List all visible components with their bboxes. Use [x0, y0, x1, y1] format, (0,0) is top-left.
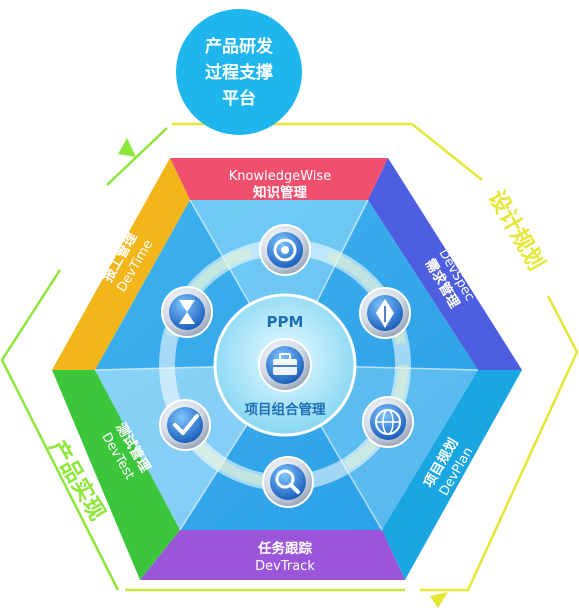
hexagon-ring [52, 158, 522, 580]
side-label-right: 设计规划 [483, 186, 549, 275]
arrow-head-left [118, 138, 136, 157]
platform-line-3: 平台 [222, 88, 256, 109]
segment-top-cn: 知识管理 [253, 184, 307, 201]
segment-top[interactable] [170, 158, 388, 200]
toolbox-icon [258, 338, 312, 392]
globe-icon[interactable] [362, 396, 414, 448]
check-icon[interactable] [159, 399, 211, 451]
segment-bottom[interactable] [140, 530, 405, 580]
segment-lower-left[interactable] [52, 370, 180, 580]
search-icon[interactable] [262, 456, 314, 508]
arrow-head-right [430, 592, 448, 608]
center-top-label: PPM [267, 313, 304, 331]
center-bottom-label: 项目组合管理 [245, 401, 326, 418]
inner-ring-tint [162, 242, 408, 488]
platform-circle [176, 9, 302, 135]
segment-lower-right[interactable] [382, 370, 522, 580]
knowledge-icon[interactable] [259, 224, 311, 276]
segment-bottom-cn: 任务跟踪 [257, 540, 312, 557]
platform-line-1: 产品研发 [205, 36, 274, 57]
segment-bottom-en: DevTrack [255, 559, 315, 574]
platform-line-2: 过程支撑 [205, 62, 273, 83]
segment-upper-left[interactable] [52, 158, 190, 370]
segment-upper-right[interactable] [368, 158, 522, 370]
hourglass-icon[interactable] [161, 286, 213, 338]
segment-top-en: KnowledgeWise [229, 169, 331, 184]
pen-icon[interactable] [359, 287, 411, 339]
